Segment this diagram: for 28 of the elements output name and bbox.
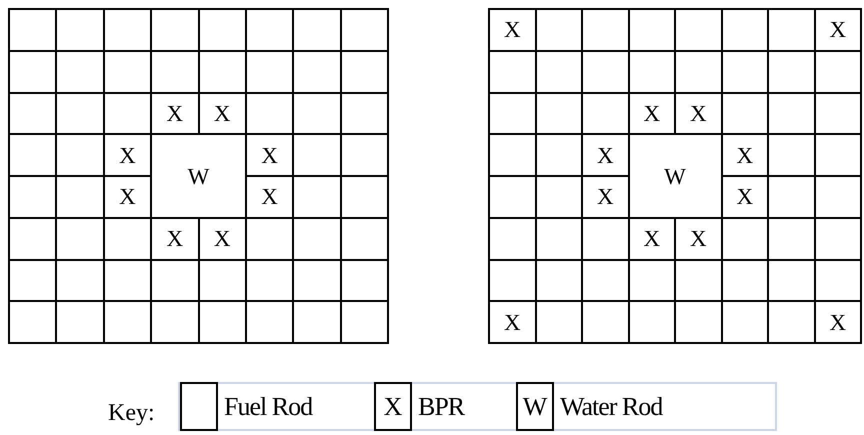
grid-cell: X [675,218,722,260]
grid-cell: X [151,218,198,260]
grid-cell: W [151,134,246,218]
grid-cell: X [814,301,861,343]
legend-text: Water Rod [560,394,662,420]
legend-sample: W [516,382,554,431]
grid-cell: X [104,134,152,176]
grid-cell: X [246,134,294,176]
grid-cell: X [722,134,768,176]
grid-cell: X [489,301,536,343]
grid-cell: X [489,9,536,51]
grid-cell: X [722,176,768,218]
grid-cell: X [104,176,152,218]
grid-cell: X [198,218,246,260]
grid-cell: X [675,92,722,134]
grid-cell: X [628,92,675,134]
grid-cell: W [628,134,722,218]
grid-cell: X [246,176,294,218]
legend-text: Fuel Rod [224,394,312,420]
grid-cell: X [582,134,628,176]
key-label: Key: [108,401,155,425]
grid-cell: X [582,176,628,218]
grid-cell: X [151,92,198,134]
grid-cell: X [628,218,675,260]
grid-cell: X [814,9,861,51]
legend-text: BPR [418,394,464,420]
legend-sample: X [374,382,412,431]
grid-cell: X [198,92,246,134]
